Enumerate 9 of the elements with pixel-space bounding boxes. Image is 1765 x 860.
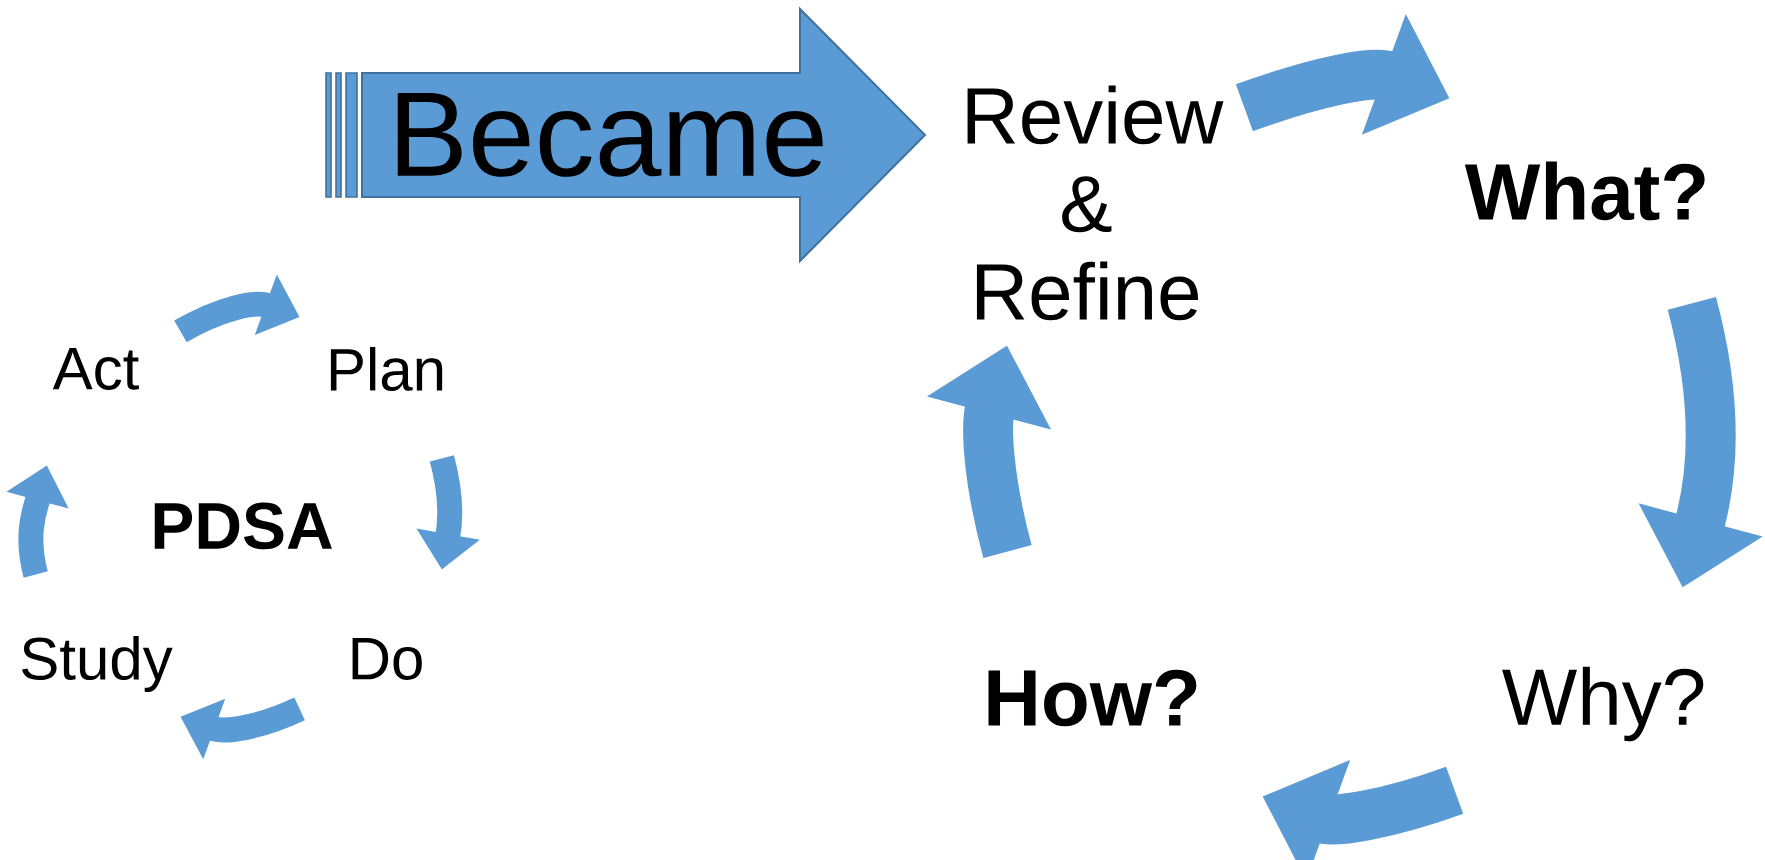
step-label: Review & Refine [967,85,1224,321]
step-label: Study [22,636,173,692]
step-label: Why? [1502,666,1704,742]
step-label: How? [988,669,1197,727]
step-label: Do [352,638,422,680]
step-label: What? [1464,161,1705,221]
cycle-title: PDSA [154,502,332,550]
step-label: Plan [330,346,443,391]
step-label: Act [52,348,139,390]
